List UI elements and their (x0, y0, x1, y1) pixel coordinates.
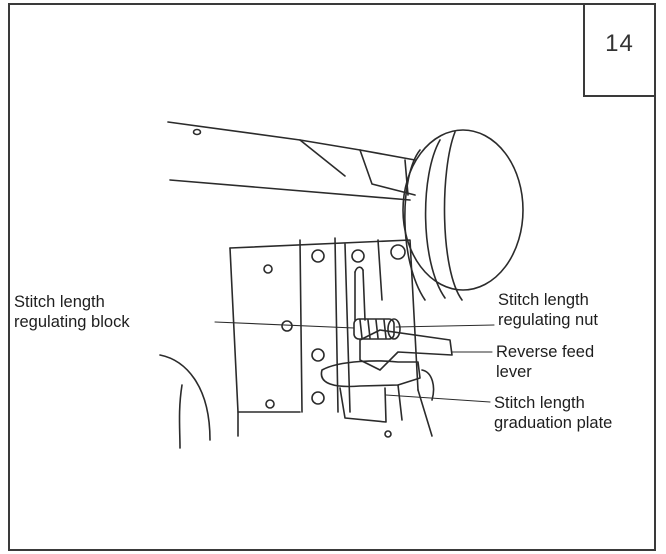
figure-number-box (583, 3, 656, 97)
reverse-feed-lever (320, 329, 453, 423)
leader-lines (214, 321, 495, 403)
label-regulating-nut-line2: regulating nut (498, 311, 598, 329)
label-graduation-plate-line1: Stitch length (494, 394, 585, 412)
label-regulating-block: Stitch length regulating block (14, 292, 130, 332)
label-reverse-feed-lever-line2: lever (496, 363, 532, 381)
label-reverse-feed-lever: Reverse feed lever (496, 342, 594, 382)
leader-nut (395, 324, 495, 328)
regulating-nut (353, 318, 401, 340)
label-regulating-block-line2: regulating block (14, 313, 130, 331)
figure-frame (8, 3, 656, 551)
leader-block (214, 321, 355, 329)
label-reverse-feed-lever-line1: Reverse feed (496, 343, 595, 361)
face-plate (229, 237, 419, 438)
figure-number: 14 (605, 30, 634, 57)
machine-bed (159, 354, 435, 449)
leader-plate (385, 394, 491, 403)
label-graduation-plate: Stitch length graduation plate (494, 393, 612, 433)
label-regulating-nut-line1: Stitch length (498, 291, 589, 309)
machine-arm (167, 121, 416, 201)
label-regulating-block-line1: Stitch length (14, 293, 105, 311)
label-regulating-nut: Stitch length regulating nut (498, 290, 598, 330)
handwheel (402, 129, 524, 301)
label-graduation-plate-line2: graduation plate (494, 414, 613, 432)
